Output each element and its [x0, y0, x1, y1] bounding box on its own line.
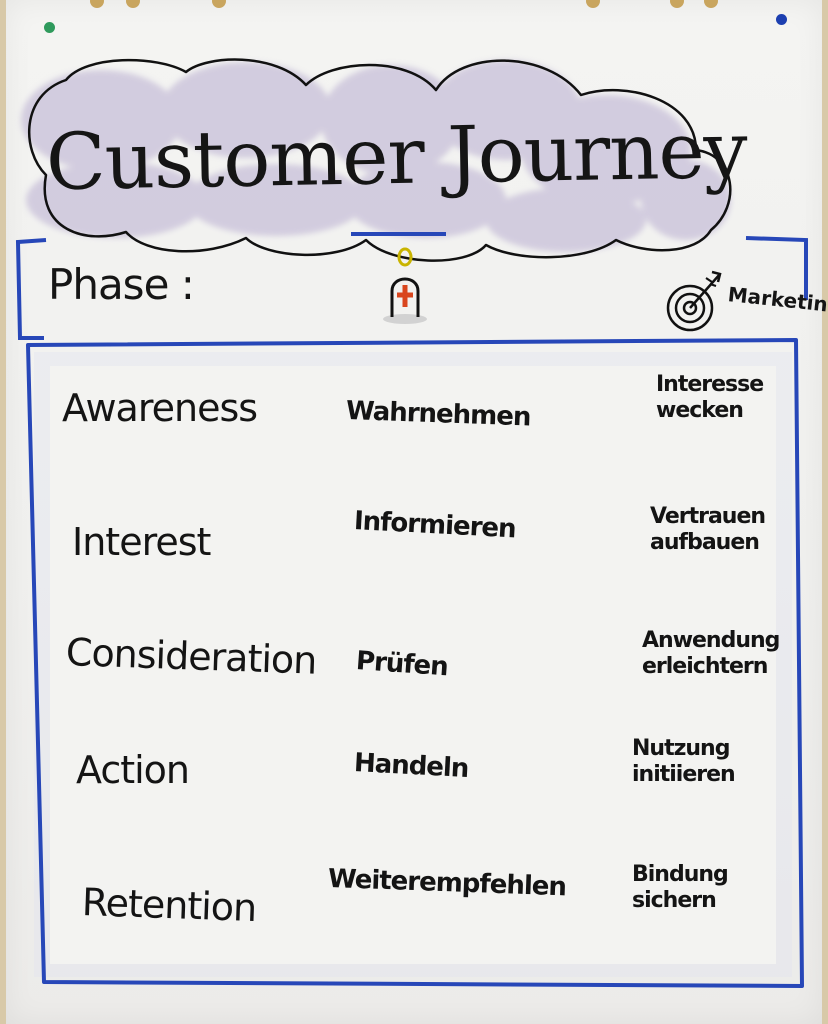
binding-hole	[586, 0, 600, 8]
phase-marketing-goal: Anwendung erleichtern	[642, 628, 780, 679]
binding-hole	[90, 0, 104, 8]
binding-hole	[212, 0, 226, 8]
binding-hole	[704, 0, 718, 8]
binding-hole	[126, 0, 140, 8]
phase-german: Handeln	[353, 748, 470, 784]
customer-person-icon	[383, 247, 427, 324]
blue-pin-icon	[776, 14, 787, 25]
green-pin-icon	[44, 22, 55, 33]
phase-name: Interest	[72, 520, 211, 564]
phase-name: Retention	[81, 880, 257, 931]
phase-marketing-goal: Bindung sichern	[632, 862, 729, 913]
flipchart-paper: Customer Journey Phase :	[6, 0, 828, 1024]
phase-name: Consideration	[65, 630, 318, 683]
cloud-shape	[21, 58, 732, 262]
phase-marketing-goal: Nutzung initiieren	[632, 736, 736, 787]
header-frame	[15, 232, 808, 988]
phase-german: Prüfen	[354, 646, 449, 683]
phase-name: Action	[76, 748, 190, 792]
phase-german: Wahrnehmen	[345, 396, 531, 433]
target-arrow-icon	[666, 270, 722, 332]
phase-marketing-goal: Vertrauen aufbauen	[650, 504, 766, 555]
phase-name: Awareness	[62, 386, 258, 430]
phase-marketing-goal: Interesse wecken	[656, 372, 764, 423]
binding-hole	[670, 0, 684, 8]
phase-header-label: Phase :	[48, 260, 195, 309]
